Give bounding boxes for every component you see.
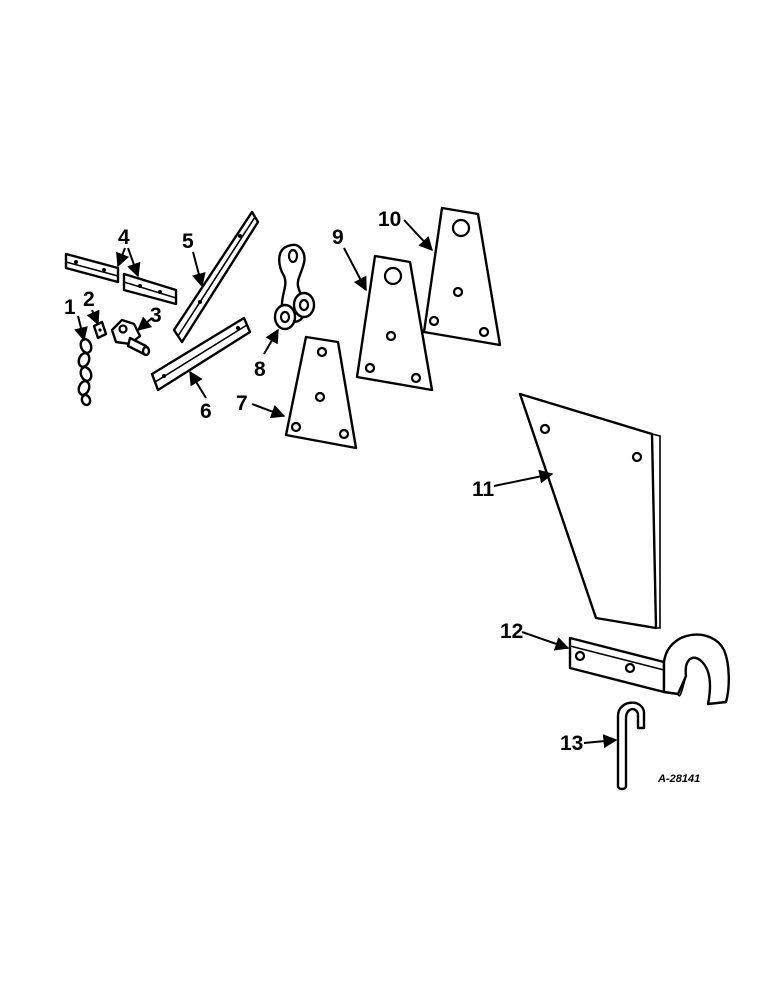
- leader-6: [189, 370, 207, 399]
- callout-13: 13: [560, 732, 583, 755]
- leader-8: [263, 328, 279, 355]
- callout-7: 7: [236, 392, 248, 415]
- part-8-shackle: [273, 243, 316, 331]
- callout-6: 6: [200, 400, 212, 423]
- part-10-plate: [422, 206, 502, 347]
- leader-2: [86, 309, 100, 326]
- leader-3: [136, 316, 153, 331]
- leader-10: [403, 219, 433, 252]
- leader-7: [251, 403, 286, 419]
- leader-1: [74, 315, 88, 342]
- part-13-j-hook: [616, 701, 646, 791]
- part-6-angle-bar: [150, 316, 252, 392]
- part-3-pin: [110, 318, 151, 357]
- leader-13: [583, 734, 618, 749]
- part-5-strap: [172, 210, 260, 344]
- callout-8: 8: [254, 358, 266, 381]
- callout-2: 2: [83, 288, 95, 311]
- leader-9: [343, 247, 367, 292]
- part-11-shield: [518, 392, 661, 630]
- callout-11: 11: [472, 478, 495, 501]
- part-7-plate: [284, 335, 358, 450]
- part-4-brackets: [64, 252, 178, 306]
- leader-4a: [116, 247, 130, 268]
- leader-4b: [127, 247, 141, 278]
- callout-10: 10: [378, 208, 401, 231]
- part-2-washer: [92, 320, 108, 340]
- part-12-bracket: [568, 633, 730, 706]
- part-1-chain: [77, 338, 93, 407]
- callout-5: 5: [182, 230, 194, 253]
- callout-4: 4: [118, 226, 130, 249]
- callout-3: 3: [150, 304, 162, 327]
- part-9-plate: [355, 254, 434, 392]
- callout-12: 12: [500, 620, 523, 643]
- leader-5: [192, 251, 206, 288]
- callout-9: 9: [332, 226, 344, 249]
- leader-12: [521, 631, 570, 651]
- drawing-reference: A-28141: [657, 773, 700, 785]
- leader-11: [493, 469, 554, 487]
- callout-1: 1: [64, 296, 76, 319]
